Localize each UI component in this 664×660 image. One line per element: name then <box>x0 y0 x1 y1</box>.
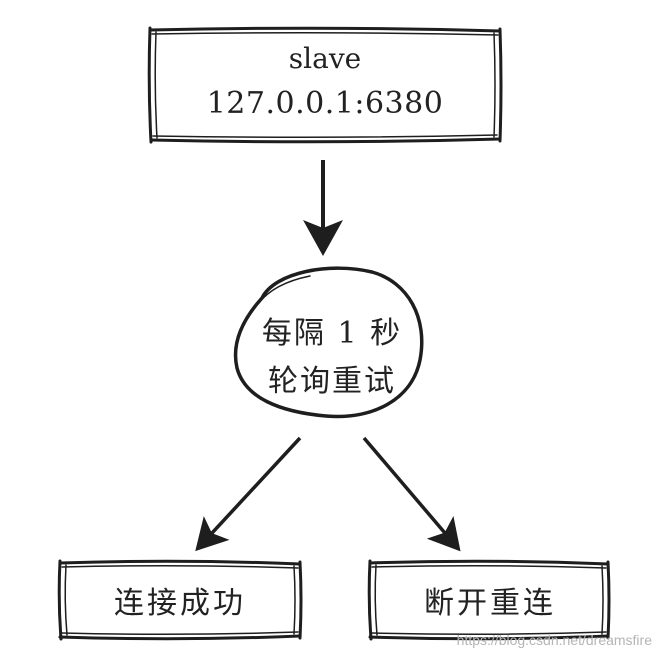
watermark-text: https://blog.csdn.net/dreamsfire <box>456 632 652 648</box>
slave-name: slave <box>288 42 362 75</box>
arrow-retry-to-reconnect <box>362 436 461 552</box>
connect-success-box <box>57 559 303 641</box>
arrow-retry-to-success <box>195 436 302 552</box>
connect-success-label: 连接成功 <box>114 586 246 621</box>
slave-box <box>147 26 503 144</box>
retry-blob <box>233 266 424 419</box>
reconnect-label: 断开重连 <box>424 586 556 621</box>
slave-address: 127.0.0.1:6380 <box>206 86 444 121</box>
retry-interval-text: 每隔 1 秒 <box>261 316 403 351</box>
retry-action-text: 轮询重试 <box>268 364 396 399</box>
reconnect-box <box>367 559 611 641</box>
